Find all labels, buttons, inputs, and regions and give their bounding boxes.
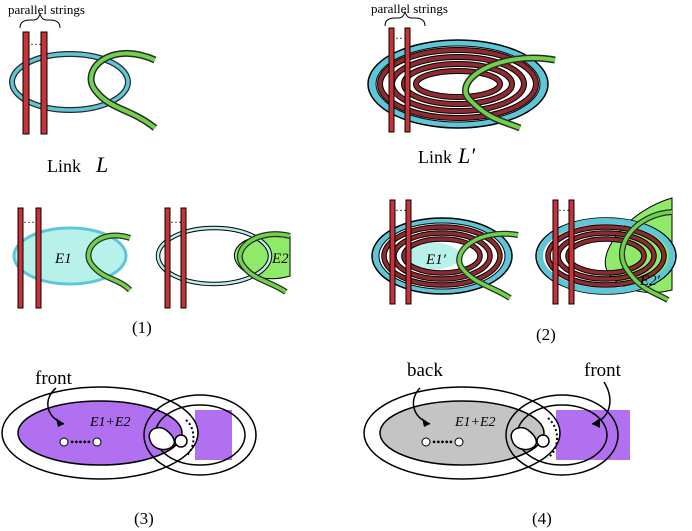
panel-3: ••••• E1+E2 front (3) <box>1 368 257 528</box>
link-word-lp: Link <box>418 147 452 167</box>
brace-top-right <box>384 10 426 27</box>
brace-label-top-left: parallel strings <box>8 2 85 17</box>
caption-4: (4) <box>532 509 552 528</box>
link-symbol-l: L <box>95 152 108 177</box>
panel-link-l: parallel strings ··· Link L <box>8 2 158 177</box>
front-label-4: front <box>584 360 622 381</box>
panel-link-l-prime: parallel strings ··· Link L′ <box>367 1 556 168</box>
caption-2: (2) <box>536 325 556 344</box>
svg-text:···: ··· <box>395 203 407 217</box>
e1-label: E1 <box>54 251 72 267</box>
red-string <box>404 27 411 133</box>
surfaces-right: ··· E1′ ··· E2′ (2) <box>371 197 677 344</box>
surfaces-left: ··· E1 ··· E2 (1) <box>12 207 291 337</box>
sum-label-4: E1+E2 <box>454 415 496 430</box>
svg-text:···: ··· <box>23 215 35 229</box>
red-string <box>22 31 30 135</box>
dots: ··· <box>30 37 42 51</box>
brace-top-left <box>19 12 61 29</box>
front-label-3: front <box>35 368 73 389</box>
brace-label-top-right: parallel strings <box>371 1 448 16</box>
red-string <box>388 27 395 133</box>
caption-1: (1) <box>132 318 152 337</box>
dots: ··· <box>395 31 407 45</box>
red-string <box>40 31 48 135</box>
e1p-label: E1′ <box>425 252 447 268</box>
panel-4: ••••• E1+E2 back front (4) <box>363 360 630 528</box>
svg-text:···: ··· <box>558 203 570 217</box>
svg-text:•••••: ••••• <box>70 435 91 449</box>
e2p-label: E2′ <box>639 273 661 289</box>
svg-text:•••••: ••••• <box>432 435 453 449</box>
sum-label-3: E1+E2 <box>89 415 131 430</box>
link-symbol-lp: L′ <box>457 143 476 168</box>
link-word-l: Link <box>47 156 81 176</box>
caption-3: (3) <box>134 509 154 528</box>
svg-text:···: ··· <box>170 215 182 229</box>
e2-label: E2 <box>271 251 289 267</box>
back-label: back <box>407 360 443 381</box>
